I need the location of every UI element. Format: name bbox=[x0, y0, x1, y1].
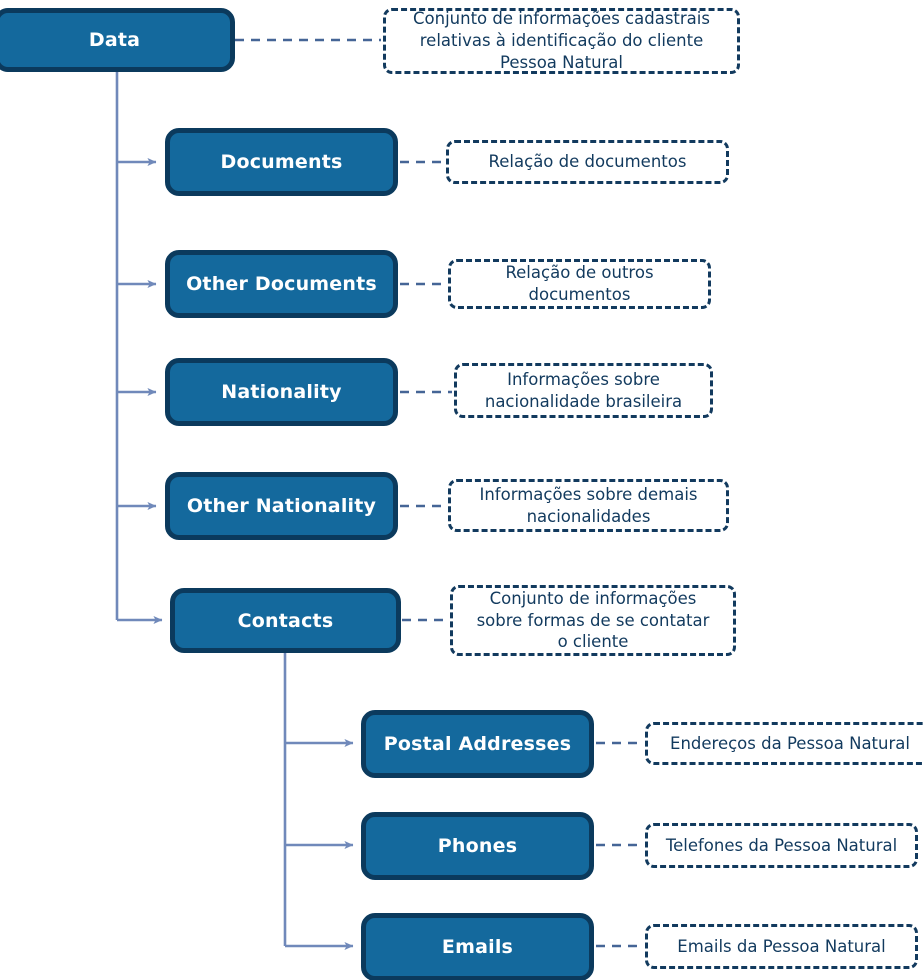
node-other-documents[interactable]: Other Documents bbox=[165, 250, 398, 318]
node-contacts[interactable]: Contacts bbox=[170, 588, 401, 653]
callout-documents-text: Relação de documentos bbox=[488, 152, 687, 172]
node-nationality-label: Nationality bbox=[221, 381, 342, 403]
callout-emails-text: Emails da Pessoa Natural bbox=[677, 936, 886, 956]
node-documents-label: Documents bbox=[220, 151, 343, 173]
node-phones[interactable]: Phones bbox=[361, 812, 594, 880]
node-data[interactable]: Data bbox=[0, 8, 235, 72]
node-postal-addresses-label: Postal Addresses bbox=[383, 733, 572, 755]
node-emails-label: Emails bbox=[441, 936, 514, 958]
callout-emails: Emails da Pessoa Natural bbox=[645, 924, 918, 969]
node-postal-addresses[interactable]: Postal Addresses bbox=[361, 710, 594, 778]
callout-phones: Telefones da Pessoa Natural bbox=[645, 823, 918, 868]
node-contacts-label: Contacts bbox=[237, 609, 334, 632]
node-nationality[interactable]: Nationality bbox=[165, 358, 398, 426]
node-documents[interactable]: Documents bbox=[165, 128, 398, 196]
callout-postal-addresses: Endereços da Pessoa Natural bbox=[645, 722, 924, 765]
node-phones-label: Phones bbox=[437, 835, 518, 857]
callout-phones-text: Telefones da Pessoa Natural bbox=[665, 835, 898, 855]
node-data-label: Data bbox=[88, 29, 141, 51]
callout-documents: Relação de documentos bbox=[446, 140, 729, 184]
node-other-nationality[interactable]: Other Nationality bbox=[165, 472, 398, 540]
node-other-nationality-label: Other Nationality bbox=[186, 495, 377, 517]
callout-postal-addresses-text: Endereços da Pessoa Natural bbox=[670, 733, 910, 753]
node-emails[interactable]: Emails bbox=[361, 913, 594, 980]
node-other-documents-label: Other Documents bbox=[186, 273, 377, 295]
